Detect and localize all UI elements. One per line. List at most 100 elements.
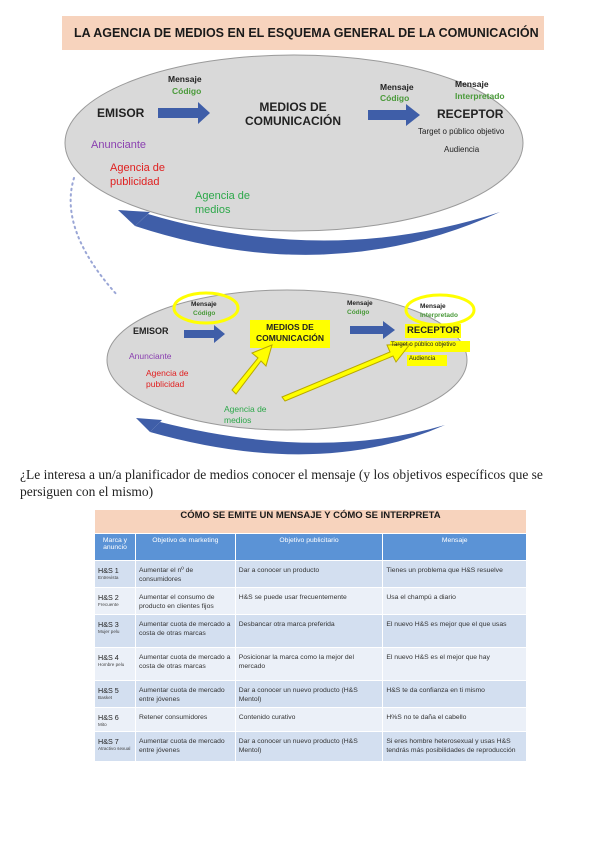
cell-mensaje: Si eres hombre heterosexual y usas H&S t… [382, 731, 527, 762]
circle-mensaje-codigo-bottom [172, 291, 240, 325]
bottom-medios-line1: MEDIOS DE [266, 322, 314, 332]
yellow-arrow-to-medios [231, 344, 273, 395]
cell-mensaje: Usa el champú a diario [382, 587, 527, 615]
header-marketing: Objetivo de marketing [134, 533, 236, 561]
arrow-emisor-medios-bottom [184, 325, 225, 343]
cell-marketing: Retener consumidores [134, 707, 236, 732]
brand-sub: Mujer pelu [98, 629, 120, 634]
top-interpretado: Interpretado [455, 91, 505, 101]
bottom-mensaje-1: Mensaje [191, 301, 217, 308]
bottom-agencia-med-line2: medios [224, 415, 252, 425]
cell-marketing: Aumentar cuota de mercado entre jóvenes [134, 680, 236, 708]
top-agencia-med-line1: Agencia de [195, 190, 251, 202]
brand-name: H&S 6 [98, 713, 119, 722]
brand-sub: Basket [98, 695, 113, 700]
top-codigo-1: Código [172, 86, 202, 96]
top-medios-line2: COMUNICACIÓN [245, 114, 341, 128]
brand-sub: Mito [98, 722, 107, 727]
highlight-receptor-bottom [405, 324, 461, 338]
feedback-arrowhead-bottom [136, 418, 162, 432]
top-mensaje-1: Mensaje [168, 74, 202, 84]
bottom-mensaje-2: Mensaje [347, 300, 373, 307]
top-emisor: EMISOR [97, 106, 145, 120]
top-receptor: RECEPTOR [437, 107, 504, 121]
brand-name: H&S 4 [98, 653, 119, 662]
bottom-agencia-publicidad: Agencia de publicidad [146, 368, 189, 390]
feedback-arc-bottom [150, 422, 445, 455]
brand-sub: Frecuente [98, 602, 119, 607]
cell-publicitario: Dar a conocer un nuevo producto (H&S Men… [234, 731, 384, 762]
header-publicitario: Objetivo publicitario [234, 533, 384, 561]
cell-publicitario: Contenido curativo [234, 707, 384, 732]
cell-publicitario: Dar a conocer un nuevo producto (H&S Men… [234, 680, 384, 708]
header-marca: Marca y anuncio [94, 533, 136, 561]
brand-name: H&S 2 [98, 593, 119, 602]
brand-name: H&S 3 [98, 620, 119, 629]
arrow-medios-receptor-bottom [350, 321, 395, 339]
top-anunciante: Anunciante [91, 139, 147, 151]
bottom-interpretado: Interpretado [420, 312, 458, 319]
bottom-agencia-pub-line1: Agencia de [146, 368, 189, 378]
top-mensaje-2: Mensaje [380, 82, 414, 92]
cell-publicitario: Dar a conocer un producto [234, 560, 384, 588]
circle-mensaje-interpretado-bottom [404, 293, 476, 327]
top-agencia-pub-line1: Agencia de [110, 162, 166, 174]
feedback-arrowhead-top [118, 210, 150, 226]
top-agencia-publicidad: Agencia de publicidad [110, 161, 165, 189]
bottom-medios: MEDIOS DE COMUNICACIÓN [250, 322, 330, 344]
top-target: Target o público objetivo [418, 127, 505, 136]
highlight-target-bottom [390, 341, 470, 352]
cell-mensaje: H&S te da confianza en ti mismo [382, 680, 527, 708]
table-title: CÓMO SE EMITE UN MENSAJE Y CÓMO SE INTER… [94, 509, 527, 534]
highlight-audiencia-bottom [407, 355, 447, 366]
brand-sub: Entrevista [98, 575, 119, 580]
message-table: CÓMO SE EMITE UN MENSAJE Y CÓMO SE INTER… [94, 509, 527, 762]
header-mensaje: Mensaje [382, 533, 527, 561]
top-agencia-med-line2: medios [195, 204, 231, 216]
highlight-medios-bottom [250, 320, 330, 348]
top-medios-line1: MEDIOS DE [259, 100, 327, 114]
ellipse-bottom [106, 289, 468, 431]
cell-marketing: Aumentar cuota de mercado a costa de otr… [134, 614, 236, 648]
bottom-codigo-2: Código [347, 309, 370, 316]
feedback-arc-top [135, 212, 500, 255]
ellipse-top [64, 54, 524, 232]
brand-name: H&S 1 [98, 566, 119, 575]
page-title: LA AGENCIA DE MEDIOS EN EL ESQUEMA GENER… [62, 16, 544, 50]
cell-publicitario: Desbancar otra marca preferida [234, 614, 384, 648]
bottom-agencia-pub-line2: publicidad [146, 379, 185, 389]
cell-marketing: Aumentar el consumo de producto en clien… [134, 587, 236, 615]
top-agencia-pub-line2: publicidad [110, 176, 160, 188]
bottom-audiencia: Audiencia [409, 356, 436, 362]
brand-sub: Atractivo sexual [98, 746, 131, 751]
cell-publicitario: H&S se puede usar frecuentemente [234, 587, 384, 615]
bottom-anunciante: Anunciante [129, 351, 172, 361]
brand-name: H&S 7 [98, 737, 119, 746]
cell-mensaje: H%S no te daña el cabello [382, 707, 527, 732]
bottom-codigo-1: Código [193, 310, 216, 317]
cell-mensaje: Tienes un problema que H&S resuelve [382, 560, 527, 588]
cell-publicitario: Posicionar la marca como la mejor del me… [234, 647, 384, 681]
top-medios: MEDIOS DE COMUNICACIÓN [240, 100, 346, 128]
yellow-arrow-to-receptor [281, 343, 412, 402]
question-text: ¿Le interesa a un/a planificador de medi… [20, 467, 543, 499]
brand-sub: Hombre pelu [98, 662, 125, 667]
cell-mensaje: El nuevo H&S es el mejor que hay [382, 647, 527, 681]
dotted-connector [69, 177, 119, 297]
top-agencia-medios: Agencia de medios [195, 189, 250, 217]
cell-marketing: Aumentar cuota de mercado entre jóvenes [134, 731, 236, 762]
bottom-medios-line2: COMUNICACIÓN [256, 333, 324, 343]
top-audiencia: Audiencia [444, 145, 480, 154]
